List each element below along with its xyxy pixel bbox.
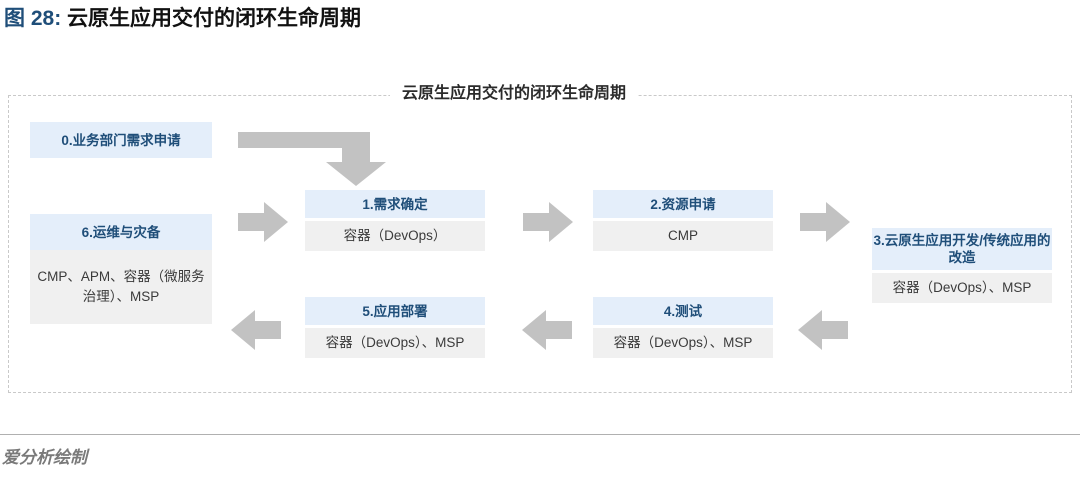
node-resource-request[interactable]: 2.资源申请 CMP: [593, 190, 773, 251]
node-header: 2.资源申请: [593, 190, 773, 218]
node-body: CMP: [593, 221, 773, 251]
node-header: 0.业务部门需求申请: [30, 122, 212, 158]
figure-title: 云原生应用交付的闭环生命周期: [67, 7, 362, 30]
node-header: 1.需求确定: [305, 190, 485, 218]
node-body: 容器（DevOps）、MSP: [872, 273, 1052, 303]
node-business-request[interactable]: 0.业务部门需求申请: [30, 122, 212, 158]
figure-label: 图 28:: [4, 7, 62, 30]
node-ops-and-dr[interactable]: 6.运维与灾备 CMP、APM、容器（微服务治理）、MSP: [30, 214, 212, 324]
node-header: 6.运维与灾备: [30, 214, 212, 250]
elbow-arrow-icon: [238, 132, 388, 187]
node-body: 容器（DevOps）: [305, 221, 485, 251]
right-arrow-icon: [523, 202, 573, 242]
node-cloud-native-development[interactable]: 3.云原生应用开发/传统应用的改造 容器（DevOps）、MSP: [872, 228, 1052, 303]
node-body: 容器（DevOps）、MSP: [305, 328, 485, 358]
left-arrow-icon: [522, 310, 572, 350]
node-testing[interactable]: 4.测试 容器（DevOps）、MSP: [593, 297, 773, 358]
node-application-deploy[interactable]: 5.应用部署 容器（DevOps）、MSP: [305, 297, 485, 358]
right-arrow-icon: [800, 202, 850, 242]
footer-divider: [0, 434, 1080, 435]
diagram-title: 云原生应用交付的闭环生命周期: [390, 80, 639, 108]
node-requirement-confirm[interactable]: 1.需求确定 容器（DevOps）: [305, 190, 485, 251]
left-arrow-icon: [231, 310, 281, 350]
node-body: 容器（DevOps）、MSP: [593, 328, 773, 358]
left-arrow-icon: [798, 310, 848, 350]
node-header: 5.应用部署: [305, 297, 485, 325]
node-body: CMP、APM、容器（微服务治理）、MSP: [30, 250, 212, 324]
page-title: 图 28: 云原生应用交付的闭环生命周期: [4, 4, 361, 34]
node-header: 4.测试: [593, 297, 773, 325]
node-header: 3.云原生应用开发/传统应用的改造: [872, 228, 1052, 270]
right-arrow-icon: [238, 202, 288, 242]
footer-source-note: 爱分析绘制: [2, 448, 87, 467]
